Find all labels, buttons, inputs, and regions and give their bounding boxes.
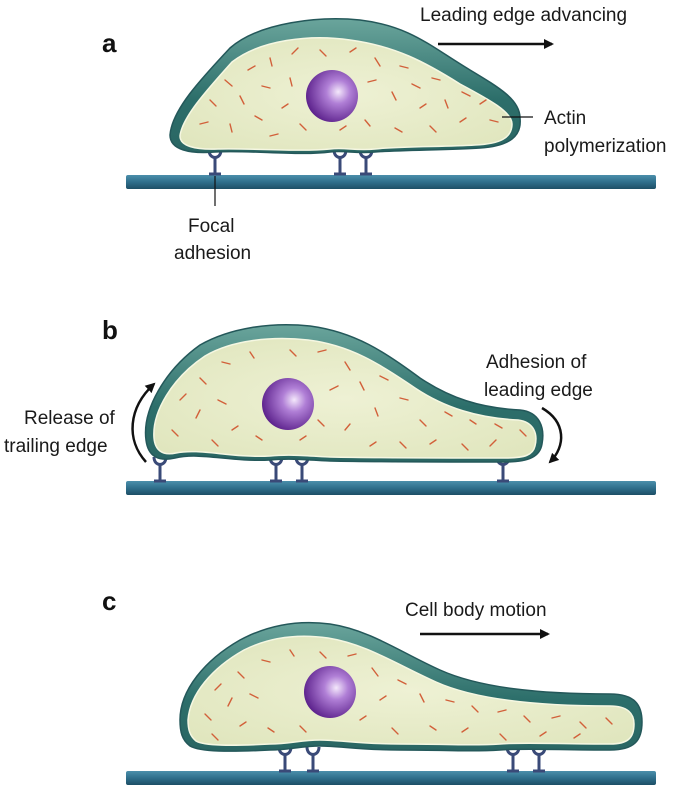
focal-adhesion-icon <box>207 149 223 176</box>
label-adhesion: adhesion <box>174 243 251 264</box>
label-cell-body-motion: Cell body motion <box>405 600 547 621</box>
nucleus-icon <box>304 666 356 718</box>
actin-filaments <box>171 349 527 451</box>
focal-adhesion-icon <box>277 746 293 773</box>
label-focal: Focal <box>188 216 234 237</box>
substrate-bar <box>126 175 656 189</box>
panel-letter-c: c <box>102 586 116 616</box>
focal-adhesion-icon <box>268 456 284 483</box>
arrow-icon <box>131 382 156 463</box>
panel-letter-b: b <box>102 315 118 345</box>
label-leading-edge: leading edge <box>484 380 593 401</box>
arrow-icon <box>541 406 563 464</box>
panel-c: c <box>102 586 656 785</box>
focal-adhesion-icon <box>294 456 310 483</box>
focal-adhesion-icon <box>358 149 374 176</box>
label-adhesion-of: Adhesion of <box>486 352 587 373</box>
label-release-of: Release of <box>24 408 116 429</box>
label-leading-edge-advancing: Leading edge advancing <box>420 5 627 26</box>
focal-adhesion-icon <box>505 746 521 773</box>
panel-letter-a: a <box>102 28 117 58</box>
panel-b: b <box>4 315 656 495</box>
focal-adhesion-icon <box>531 746 547 773</box>
focal-adhesion-icon <box>305 746 321 773</box>
focal-adhesion-icon <box>332 149 348 176</box>
panel-a: a <box>102 5 667 264</box>
nucleus-icon <box>262 378 314 430</box>
focal-adhesion-icon <box>152 456 168 483</box>
label-trailing-edge: trailing edge <box>4 436 108 457</box>
substrate-bar <box>126 481 656 495</box>
cytoplasm <box>153 337 537 459</box>
nucleus-icon <box>306 70 358 122</box>
cytoplasm <box>187 635 635 746</box>
label-polymerization: polymerization <box>544 136 667 157</box>
substrate-bar <box>126 771 656 785</box>
label-actin: Actin <box>544 108 586 129</box>
